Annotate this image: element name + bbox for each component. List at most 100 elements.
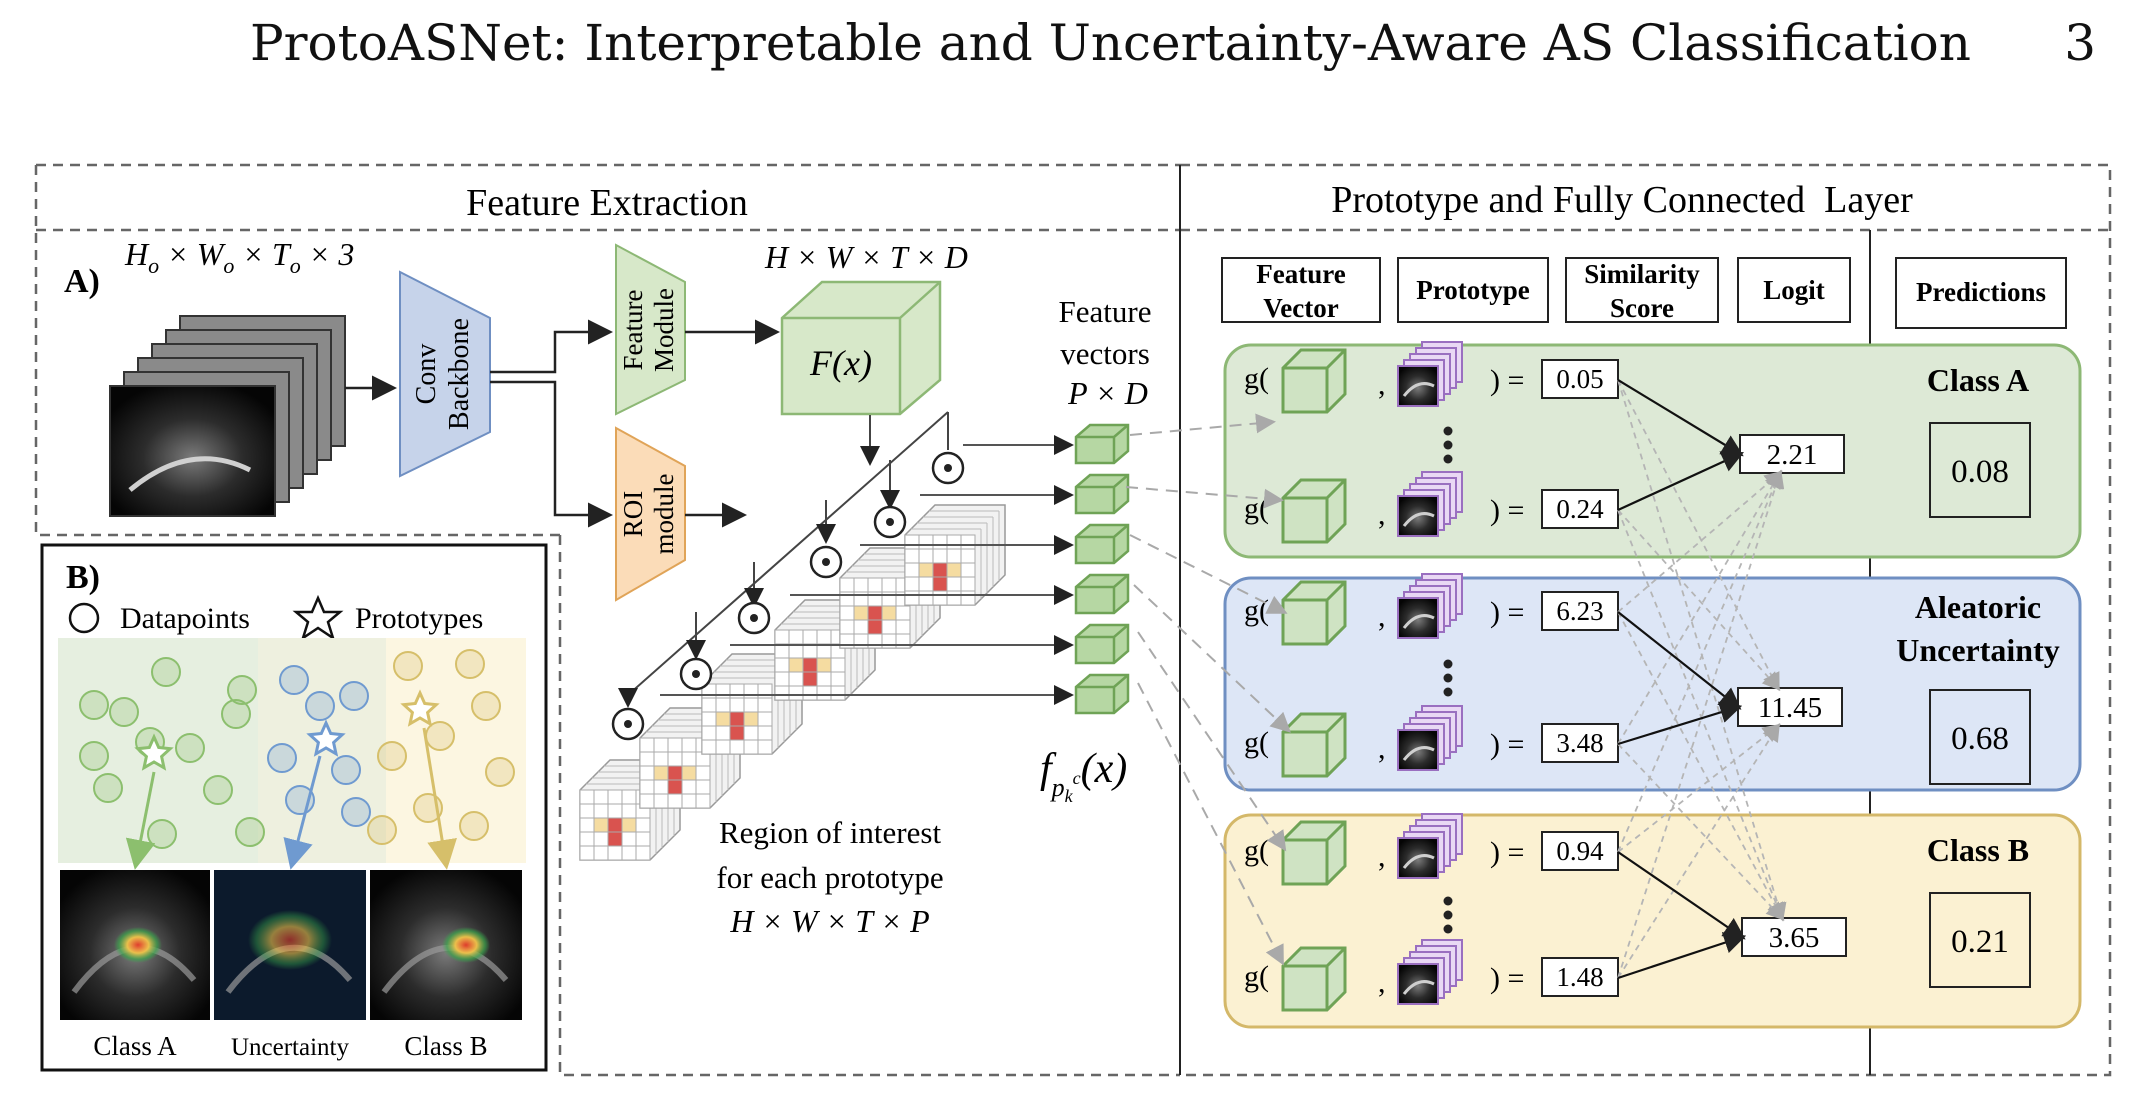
svg-text:Feature: Feature xyxy=(618,290,648,371)
logit-value: 3.65 xyxy=(1769,922,1820,954)
datapoint-icon xyxy=(377,741,407,771)
svg-text:g(: g( xyxy=(1244,362,1269,395)
class-name: Uncertainty xyxy=(1896,632,2060,668)
datapoint-icon xyxy=(455,649,485,679)
odot-icon xyxy=(679,657,713,691)
svg-text:g(: g( xyxy=(1244,594,1269,627)
similarity-score: 0.24 xyxy=(1556,494,1604,524)
panel-a-frame xyxy=(34,163,2112,1077)
image-label: Class A xyxy=(93,1031,177,1061)
similarity-score: 1.48 xyxy=(1556,962,1603,992)
svg-text:) =: ) = xyxy=(1490,596,1524,629)
odot-icon xyxy=(737,601,771,635)
input-video-frames xyxy=(109,315,346,517)
prototype-star-icon xyxy=(134,733,174,771)
similarity-score: 0.94 xyxy=(1556,836,1604,866)
feature-vector-cube xyxy=(1074,423,1130,465)
datapoint-icon xyxy=(331,755,361,785)
feature-vectors-label-2: vectors xyxy=(1060,336,1150,371)
feature-vector-cube-icon xyxy=(1281,478,1347,544)
echo-image xyxy=(60,870,210,1020)
datapoint-icon xyxy=(79,690,109,720)
similarity-score: 6.23 xyxy=(1556,596,1603,626)
svg-text:) =: ) = xyxy=(1490,836,1524,869)
prediction-value: 0.68 xyxy=(1951,721,2009,757)
svg-text:Score: Score xyxy=(1610,293,1674,323)
prototype-legend-icon xyxy=(292,594,344,642)
echo-image xyxy=(214,870,366,1020)
svg-text:,: , xyxy=(1378,498,1386,531)
svg-text:,: , xyxy=(1378,600,1386,633)
svg-text:g(: g( xyxy=(1244,960,1269,993)
datapoint-icon xyxy=(339,681,369,711)
svg-text:Conv: Conv xyxy=(411,344,442,405)
conv-backbone: Conv Backbone xyxy=(399,270,491,478)
svg-text:ROI: ROI xyxy=(618,491,648,538)
datapoint-icon xyxy=(175,733,205,763)
svg-text:,: , xyxy=(1378,840,1386,873)
svg-text:g(: g( xyxy=(1244,726,1269,759)
datapoint-icon xyxy=(471,691,501,721)
roi-cubes xyxy=(579,504,1006,861)
section-a-label: A) xyxy=(64,263,100,300)
svg-text:Prototype: Prototype xyxy=(1416,275,1529,305)
datapoint-icon xyxy=(79,741,109,771)
datapoint-icon xyxy=(93,773,123,803)
roi-cube xyxy=(904,504,1006,606)
prototype-star-icon xyxy=(306,719,346,757)
roi-caption: Region of interest for each prototype H … xyxy=(716,815,943,939)
odot-operators xyxy=(611,451,965,741)
section-b-label: B) xyxy=(66,559,100,596)
odot-icon xyxy=(873,505,907,539)
prediction-value: 0.08 xyxy=(1951,454,2009,490)
svg-text:F(x): F(x) xyxy=(809,343,872,383)
svg-text:Feature: Feature xyxy=(1256,259,1345,289)
datapoint-icon xyxy=(459,811,489,841)
feature-map-cube: F(x) xyxy=(780,280,942,416)
feature-vector-symbol: fpkc(x) xyxy=(1040,746,1127,806)
similarity-score: 3.48 xyxy=(1556,728,1603,758)
datapoint-legend-icon xyxy=(68,602,100,634)
column-header: Prototype xyxy=(1397,257,1549,323)
predictions-header: Predictions xyxy=(1895,257,2067,329)
feature-vector-cube-icon xyxy=(1281,580,1347,646)
echo-image xyxy=(370,870,522,1020)
prototype-star-icon xyxy=(400,689,440,727)
datapoint-icon xyxy=(367,815,397,845)
prototype-input-arrows xyxy=(1125,413,1291,966)
feature-extraction-title: Feature Extraction xyxy=(466,182,748,224)
roi-module: ROI module xyxy=(615,426,686,602)
similarity-score: 0.05 xyxy=(1556,364,1603,394)
legend-prototypes: Prototypes xyxy=(355,602,483,635)
feature-vector-cube-icon xyxy=(1281,712,1347,778)
odot-icon xyxy=(809,545,843,579)
datapoint-icon xyxy=(341,797,371,827)
svg-text:Predictions: Predictions xyxy=(1916,277,2046,307)
datapoint-icon xyxy=(267,743,297,773)
datapoint-icon xyxy=(485,757,515,787)
logit-value: 11.45 xyxy=(1758,692,1822,724)
svg-text:) =: ) = xyxy=(1490,962,1524,995)
feature-vector-cube xyxy=(1074,573,1130,615)
input-dims-label: Ho × Wo × To × 3 xyxy=(124,236,354,278)
roi-structure xyxy=(618,411,949,708)
fc-connections xyxy=(1617,379,1787,980)
datapoint-icon xyxy=(203,775,233,805)
svg-text:g(: g( xyxy=(1244,834,1269,867)
feature-vectors-dims: P × D xyxy=(1067,375,1148,411)
column-headers: FeatureVectorPrototypeSimilarityScoreLog… xyxy=(1221,257,2067,329)
feature-vector-arrows xyxy=(660,435,1074,705)
datapoint-icon xyxy=(235,817,265,847)
datapoint-icon xyxy=(279,665,309,695)
odot-icon xyxy=(931,451,965,485)
page-title: ProtoASNet: Interpretable and Uncertaint… xyxy=(250,14,1971,72)
image-label: Class B xyxy=(404,1031,487,1061)
feature-vectors xyxy=(1074,423,1130,715)
datapoint-icon xyxy=(221,699,251,729)
